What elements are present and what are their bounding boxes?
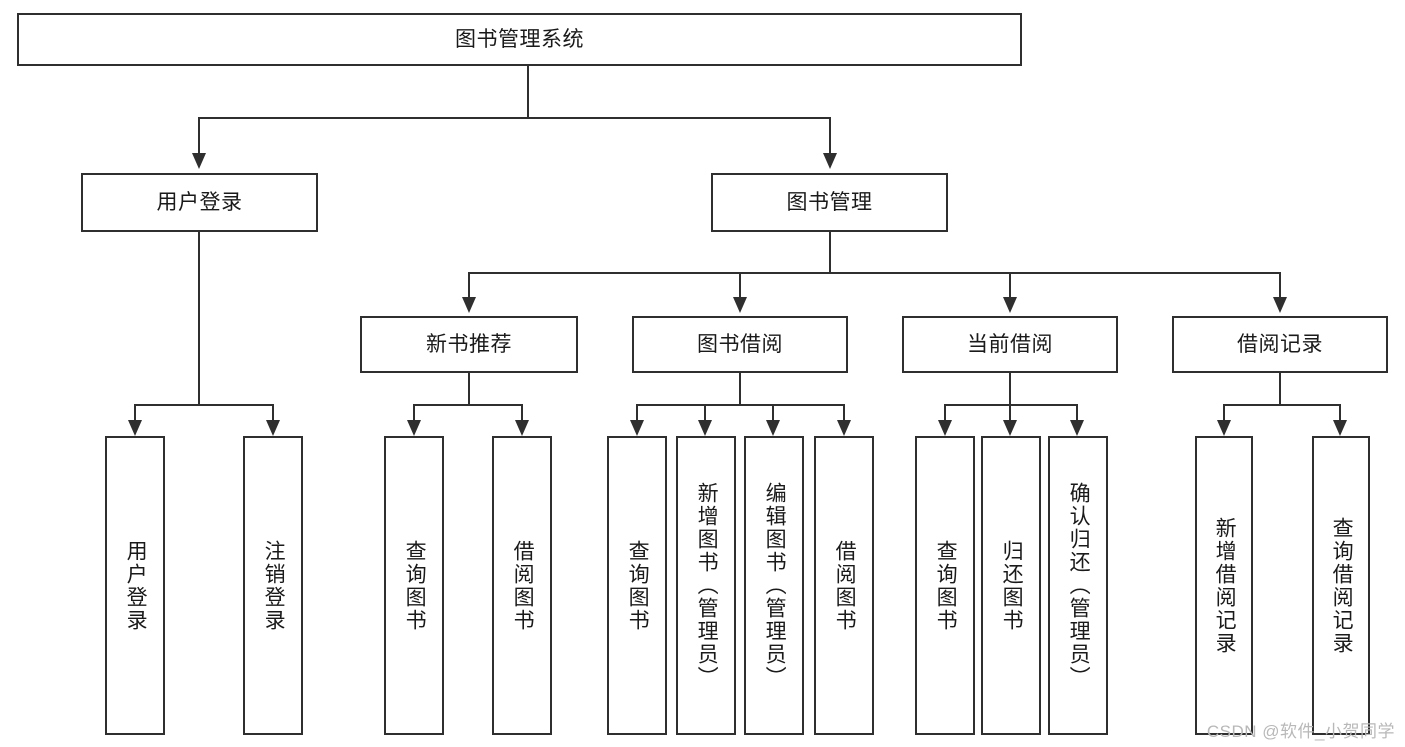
connector-user-login-drop-1: [134, 404, 136, 422]
connector-book-borrow-stem: [739, 373, 741, 406]
connector-cb-drop-1: [944, 404, 946, 422]
connector-bb-drop-3: [772, 404, 774, 422]
leaf-add-book-admin-label: 新增图书（管理员）: [695, 482, 719, 689]
arrow-br-leaf-1: [1217, 420, 1231, 436]
connector-current-borrow-stem: [1009, 373, 1011, 406]
leaf-return-book-label: 归还图书: [1000, 539, 1024, 632]
leaf-borrow-book-2-label: 借阅图书: [833, 539, 857, 632]
connector-cb-drop-3: [1076, 404, 1078, 422]
arrow-book-manage-child-4: [1273, 297, 1287, 313]
leaf-borrow-book-2[interactable]: 借阅图书: [814, 436, 874, 735]
connector-cb-drop-2: [1009, 404, 1011, 422]
leaf-query-record[interactable]: 查询借阅记录: [1312, 436, 1370, 735]
connector-book-manage-drop-1: [468, 272, 470, 299]
leaf-query-book-2-label: 查询图书: [626, 539, 650, 632]
connector-root-stem: [527, 66, 529, 118]
node-book-manage-label: 图书管理: [786, 190, 873, 214]
arrow-root-to-user-login: [192, 153, 206, 169]
connector-book-manage-drop-4: [1279, 272, 1281, 299]
connector-user-login-drop-2: [272, 404, 274, 422]
arrow-bb-leaf-2: [698, 420, 712, 436]
arrow-br-leaf-2: [1333, 420, 1347, 436]
connector-book-manage-drop-3: [1009, 272, 1011, 299]
node-current-borrow[interactable]: 当前借阅: [902, 316, 1118, 373]
node-root[interactable]: 图书管理系统: [17, 13, 1022, 66]
connector-root-bus: [198, 117, 831, 119]
arrow-cb-leaf-1: [938, 420, 952, 436]
arrow-root-to-book-manage: [823, 153, 837, 169]
leaf-query-book-3[interactable]: 查询图书: [915, 436, 975, 735]
watermark: CSDN @软件_小贺同学: [1206, 722, 1395, 741]
leaf-add-record[interactable]: 新增借阅记录: [1195, 436, 1253, 735]
leaf-edit-book-admin[interactable]: 编辑图书（管理员）: [744, 436, 804, 735]
node-user-login-label: 用户登录: [156, 190, 243, 214]
leaf-add-record-label: 新增借阅记录: [1213, 516, 1237, 655]
arrow-book-manage-child-3: [1003, 297, 1017, 313]
arrow-book-manage-child-2: [733, 297, 747, 313]
arrow-cb-leaf-3: [1070, 420, 1084, 436]
arrow-user-login-leaf-2: [266, 420, 280, 436]
connector-bb-drop-2: [704, 404, 706, 422]
connector-new-book-recommend-bus: [413, 404, 523, 406]
leaf-user-login[interactable]: 用户登录: [105, 436, 165, 735]
connector-book-manage-bus: [468, 272, 1281, 274]
node-book-manage[interactable]: 图书管理: [711, 173, 948, 232]
arrow-bb-leaf-3: [766, 420, 780, 436]
connector-nbr-drop-2: [521, 404, 523, 422]
leaf-query-book-1[interactable]: 查询图书: [384, 436, 444, 735]
connector-bb-drop-1: [636, 404, 638, 422]
connector-borrow-record-stem: [1279, 373, 1281, 406]
connector-book-manage-drop-2: [739, 272, 741, 299]
connector-book-borrow-bus: [636, 404, 845, 406]
leaf-confirm-return-admin[interactable]: 确认归还（管理员）: [1048, 436, 1108, 735]
leaf-add-book-admin[interactable]: 新增图书（管理员）: [676, 436, 736, 735]
arrow-bb-leaf-4: [837, 420, 851, 436]
connector-bb-drop-4: [843, 404, 845, 422]
arrow-nbr-leaf-2: [515, 420, 529, 436]
connector-root-to-book-manage: [829, 117, 831, 155]
connector-br-drop-2: [1339, 404, 1341, 422]
leaf-return-book[interactable]: 归还图书: [981, 436, 1041, 735]
node-current-borrow-label: 当前借阅: [967, 332, 1053, 356]
connector-user-login-stem: [198, 232, 200, 405]
arrow-cb-leaf-2: [1003, 420, 1017, 436]
leaf-borrow-book-1-label: 借阅图书: [511, 539, 535, 632]
leaf-confirm-return-admin-label: 确认归还（管理员）: [1067, 482, 1091, 689]
leaf-edit-book-admin-label: 编辑图书（管理员）: [763, 482, 787, 689]
connector-user-login-bus: [134, 404, 272, 406]
leaf-user-login-label: 用户登录: [124, 539, 148, 632]
connector-borrow-record-bus: [1223, 404, 1340, 406]
arrow-bb-leaf-1: [630, 420, 644, 436]
leaf-query-book-2[interactable]: 查询图书: [607, 436, 667, 735]
arrow-book-manage-child-1: [462, 297, 476, 313]
connector-book-manage-stem: [829, 232, 831, 273]
leaf-query-record-label: 查询借阅记录: [1330, 516, 1354, 655]
node-new-book-recommend-label: 新书推荐: [426, 332, 512, 356]
leaf-logout[interactable]: 注销登录: [243, 436, 303, 735]
leaf-query-book-3-label: 查询图书: [934, 539, 958, 632]
node-root-label: 图书管理系统: [455, 27, 584, 51]
connector-br-drop-1: [1223, 404, 1225, 422]
node-book-borrow-label: 图书借阅: [697, 332, 783, 356]
connector-root-to-user-login: [198, 117, 200, 155]
arrow-user-login-leaf-1: [128, 420, 142, 436]
node-borrow-record-label: 借阅记录: [1237, 332, 1323, 356]
connector-current-borrow-bus: [944, 404, 1078, 406]
leaf-borrow-book-1[interactable]: 借阅图书: [492, 436, 552, 735]
leaf-logout-label: 注销登录: [262, 539, 286, 632]
node-user-login[interactable]: 用户登录: [81, 173, 318, 232]
node-book-borrow[interactable]: 图书借阅: [632, 316, 848, 373]
node-borrow-record[interactable]: 借阅记录: [1172, 316, 1388, 373]
leaf-query-book-1-label: 查询图书: [403, 539, 427, 632]
connector-nbr-drop-1: [413, 404, 415, 422]
arrow-nbr-leaf-1: [407, 420, 421, 436]
connector-new-book-recommend-stem: [468, 373, 470, 406]
node-new-book-recommend[interactable]: 新书推荐: [360, 316, 578, 373]
